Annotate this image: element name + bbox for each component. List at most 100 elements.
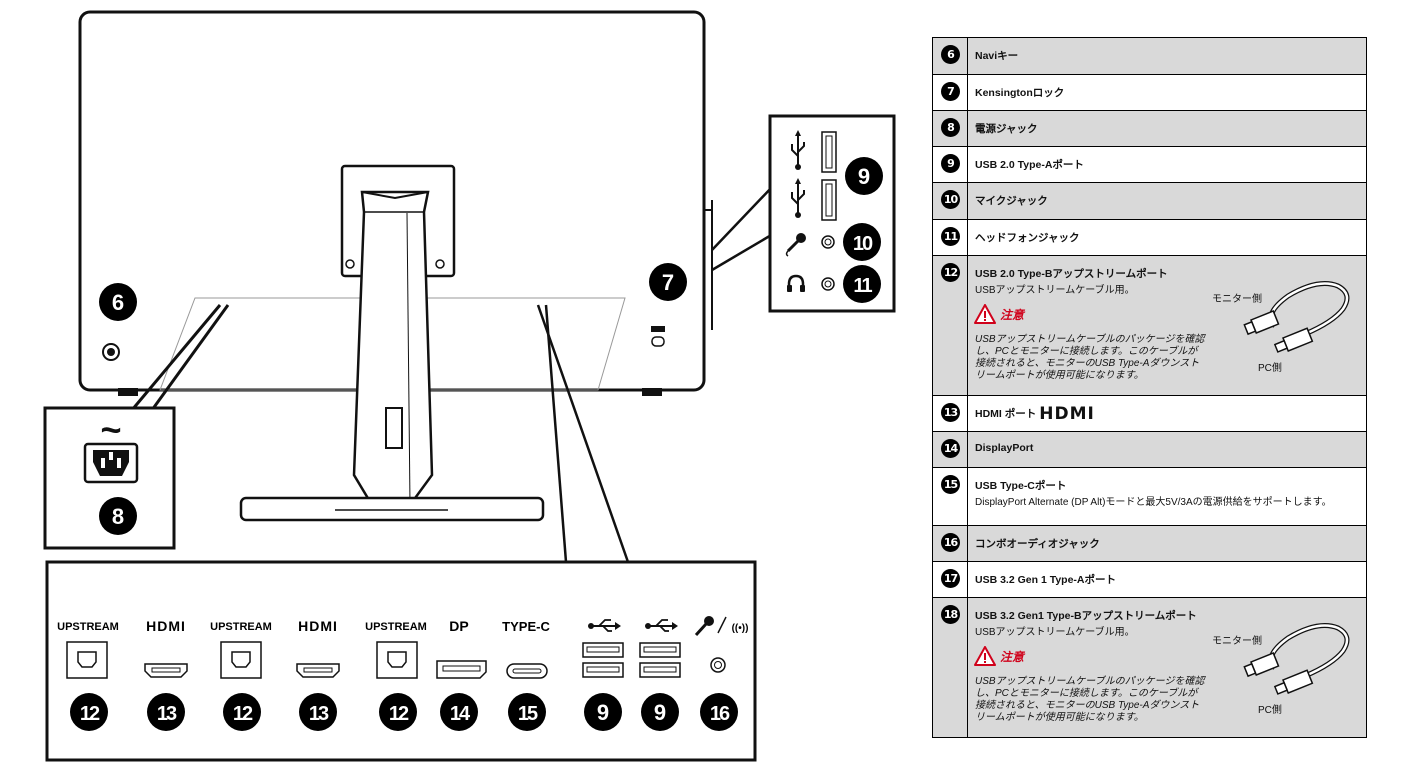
- usb-b-port: [66, 641, 108, 679]
- displayport-port: [436, 660, 487, 679]
- callout-12: 12: [233, 703, 253, 725]
- legend-row: 8 電源ジャック: [932, 110, 1367, 147]
- combo-audio-icon: ((•)): [694, 616, 749, 637]
- legend-number-badge: 13: [941, 403, 960, 422]
- cable-monitor-side-label: モニター側: [1212, 294, 1262, 305]
- legend-title: DisplayPort: [975, 442, 1034, 454]
- callout-badge: [379, 693, 417, 731]
- combo-audio-jack: [710, 657, 726, 673]
- callout-8: 8: [112, 504, 124, 529]
- legend-number-badge: 15: [941, 475, 960, 494]
- callout-14: 14: [450, 703, 471, 725]
- usb-icon: [791, 130, 805, 170]
- warning-icon: [974, 304, 996, 324]
- dp-label: DP: [449, 618, 468, 634]
- legend-row: 17 USB 3.2 Gen 1 Type-Aポート: [932, 561, 1367, 598]
- legend-number-badge: 9: [941, 154, 960, 173]
- microphone-icon: [785, 233, 806, 257]
- usb-icon: [645, 619, 678, 632]
- legend-number-badge: 11: [941, 227, 960, 246]
- callout-badge: [508, 693, 546, 731]
- callout-badge: [147, 693, 185, 731]
- usb-b-port: [376, 641, 418, 679]
- legend-number-badge: 16: [941, 533, 960, 552]
- callout-badge: [223, 693, 261, 731]
- legend-title: HDMI ポート: [975, 408, 1037, 420]
- hdmi-label: HDMI: [298, 618, 338, 634]
- legend-row: 9 USB 2.0 Type-Aポート: [932, 146, 1367, 183]
- callout-6: 6: [112, 290, 124, 315]
- legend-title: Kensingtonロック: [975, 87, 1065, 99]
- warning-icon: [974, 646, 996, 666]
- usb-icon: [588, 619, 621, 632]
- callout-16: 16: [710, 703, 730, 725]
- upstream-label: UPSTREAM: [57, 621, 119, 633]
- legend-row: 11 ヘッドフォンジャック: [932, 219, 1367, 256]
- monitor-rear-diagram: 6 7 ~ 8 9 1: [43, 10, 896, 762]
- legend-title: Naviキー: [975, 50, 1019, 62]
- stand-neck: [352, 190, 434, 507]
- callout-9: 9: [597, 700, 609, 725]
- legend-row: 16 コンボオーディオジャック: [932, 525, 1367, 562]
- callout-13: 13: [157, 703, 177, 725]
- callout-11: 11: [853, 275, 872, 297]
- legend-title: USB 3.2 Gen 1 Type-Aポート: [975, 574, 1117, 586]
- port-area-outline: [159, 297, 626, 391]
- cable-pc-side-label: PC側: [1258, 363, 1282, 374]
- usb-cable-icon: [1243, 281, 1350, 353]
- callout-9: 9: [654, 700, 666, 725]
- caution-label: 注意: [1000, 307, 1025, 322]
- upstream-label: UPSTREAM: [210, 621, 272, 633]
- callout-12: 12: [80, 703, 100, 725]
- callout-10: 10: [853, 233, 873, 255]
- callout-7: 7: [662, 270, 674, 295]
- legend-title: ヘッドフォンジャック: [975, 232, 1080, 244]
- cable-monitor-side-label: モニター側: [1212, 636, 1262, 647]
- legend-title: 電源ジャック: [975, 123, 1038, 135]
- legend-number-badge: 12: [941, 263, 960, 282]
- legend-title: USB 2.0 Type-Bアップストリームポート: [975, 268, 1168, 280]
- usb-b-port: [220, 641, 262, 679]
- legend-title: USB 3.2 Gen1 Type-Bアップストリームポート: [975, 610, 1197, 622]
- legend-row: 10 マイクジャック: [932, 182, 1367, 220]
- caution-label: 注意: [1000, 649, 1025, 664]
- callout-12: 12: [389, 703, 409, 725]
- legend-title: USB 2.0 Type-Aポート: [975, 159, 1084, 171]
- svg-text:((•)): ((•)): [732, 623, 749, 634]
- usb-cable-icon: [1243, 623, 1350, 695]
- upstream-label: UPSTREAM: [365, 621, 427, 633]
- legend-number-badge: 18: [941, 605, 960, 624]
- legend-title: USB Type-Cポート: [975, 480, 1067, 492]
- hdmi-port: [144, 663, 188, 678]
- callout-badge: [641, 693, 679, 731]
- callout-badge: [584, 693, 622, 731]
- callout-badge: [70, 693, 108, 731]
- legend-title: コンボオーディオジャック: [975, 538, 1100, 550]
- usb-c-port: [506, 663, 548, 679]
- usb-a-port: [582, 642, 624, 678]
- caution-text: USBアップストリームケーブルのパッケージを確認し、PCとモニターに接続します。…: [975, 676, 1205, 723]
- caution-text: USBアップストリームケーブルのパッケージを確認し、PCとモニターに接続します。…: [975, 334, 1205, 381]
- headphone-icon: [787, 274, 805, 292]
- legend-title: マイクジャック: [975, 195, 1048, 207]
- power-socket-icon: [83, 442, 139, 484]
- legend-row: 12 USB 2.0 Type-Bアップストリームポート USBアップストリームケー…: [932, 255, 1367, 396]
- hdmi-label: HDMI: [146, 618, 186, 634]
- callout-15: 15: [518, 703, 538, 725]
- cable-pc-side-label: PC側: [1258, 705, 1282, 716]
- stand-base: [239, 496, 545, 522]
- legend-description: USBアップストリームケーブル用。: [975, 285, 1135, 296]
- callout-9: 9: [858, 164, 870, 189]
- legend-description: USBアップストリームケーブル用。: [975, 627, 1135, 638]
- legend-number-badge: 17: [941, 569, 960, 588]
- legend-number-badge: 10: [941, 190, 960, 209]
- hdmi-port: [296, 663, 340, 678]
- legend-number-badge: 8: [941, 118, 960, 137]
